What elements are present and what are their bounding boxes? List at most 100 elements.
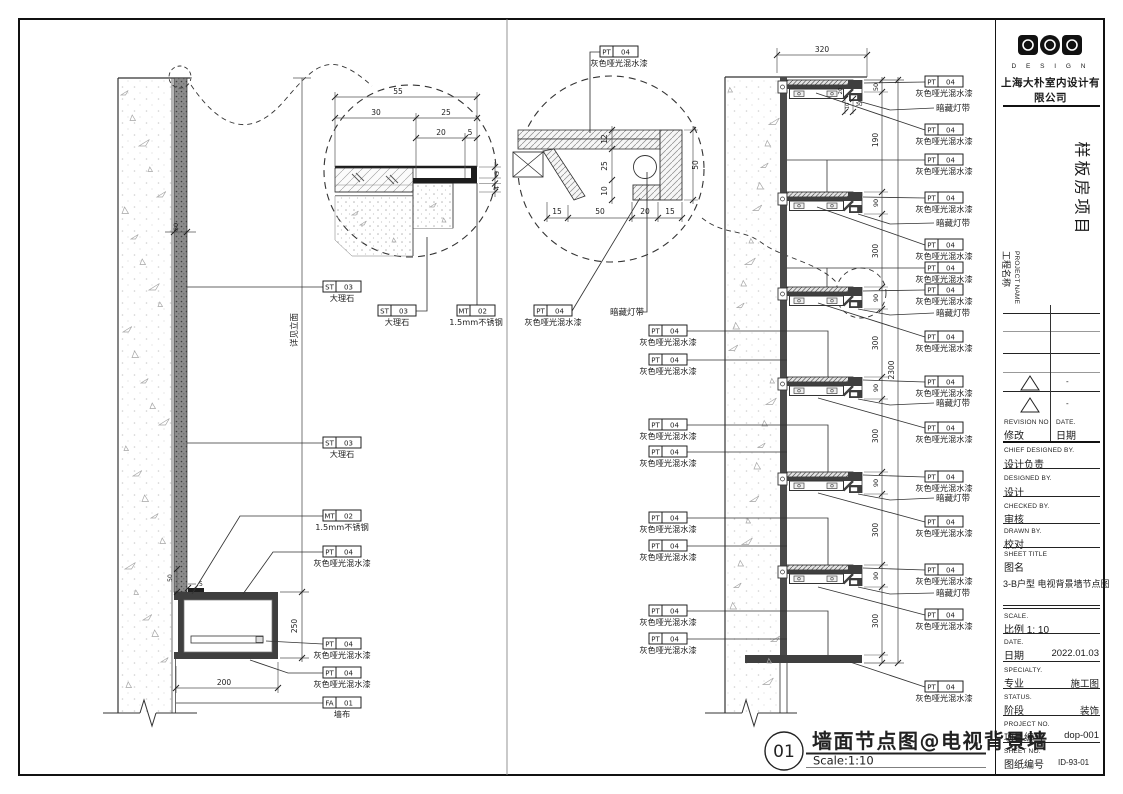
- specialty-value: 施工图: [1070, 679, 1099, 690]
- project-name-label: PROJECT NAME 工程名称: [1001, 251, 1020, 305]
- dim-label: 15: [552, 207, 562, 216]
- concrete-marks: [119, 86, 781, 688]
- leader-line: [589, 51, 600, 133]
- sheet-name: 3-B户型 电视背景墙节点图: [1003, 579, 1110, 589]
- leader-line: [817, 302, 926, 338]
- callout-desc: 1.5mm不锈钢: [449, 317, 503, 327]
- callout-desc: 1.5mm不锈钢: [315, 522, 369, 532]
- callout-code: PT: [651, 515, 660, 523]
- dim-label: 55: [393, 87, 403, 96]
- leader-line: [857, 100, 935, 111]
- callout-num: 04: [670, 608, 679, 616]
- detail-circle-2: [512, 75, 838, 284]
- drawing-scale: Scale:1:10: [813, 754, 874, 768]
- callout-code: PT: [927, 684, 936, 692]
- callout-code: PT: [927, 567, 936, 575]
- callout-num: 03: [344, 284, 353, 292]
- dim-label: 20: [838, 87, 844, 94]
- designed-label: DESIGNED BY.: [1004, 475, 1052, 482]
- callout-num: 04: [344, 670, 353, 678]
- dimension-extensions: [864, 91, 888, 656]
- leader-line: [817, 492, 926, 523]
- callout-desc: 灰色哑光混水漆: [313, 650, 370, 660]
- callout-num: 04: [670, 449, 679, 457]
- shelf-module: [777, 471, 863, 493]
- sheet-no-label: SHEET NO.: [1004, 748, 1041, 755]
- callout-desc: 大理石: [385, 317, 410, 327]
- dim-label: 50: [172, 223, 180, 231]
- callout-num: 02: [344, 513, 353, 521]
- callout-code: PT: [927, 612, 936, 620]
- dim-label: 20: [640, 207, 650, 216]
- date-field-label: DATE.: [1004, 639, 1024, 646]
- dim-label: 300: [871, 523, 880, 538]
- callout-code: PT: [927, 425, 936, 433]
- callout-num: 04: [946, 425, 955, 433]
- dim-label: 90: [872, 384, 880, 392]
- callout-desc: 灰色哑光混水漆: [915, 251, 972, 261]
- leader-line: [191, 515, 323, 595]
- logo-design-text: D E S I G N: [1011, 63, 1090, 70]
- leader-line: [638, 172, 648, 313]
- callout-desc: 灰色哑光混水漆: [639, 617, 696, 627]
- leader-line: [265, 640, 324, 645]
- leader-line: [862, 379, 926, 383]
- status-cn: 阶段: [1004, 706, 1024, 717]
- dim-label: 4: [493, 186, 501, 190]
- sheet-title-label: SHEET TITLE: [1004, 551, 1048, 558]
- callout-num: 02: [478, 308, 487, 316]
- light-strip-label: 暗藏灯带: [936, 218, 971, 229]
- dim-label: 300: [871, 244, 880, 259]
- callout-desc: 大理石: [330, 449, 355, 459]
- callout-desc: 灰色哑光混水漆: [915, 388, 972, 398]
- callout-desc: 灰色哑光混水漆: [524, 317, 581, 327]
- callout-num: 04: [670, 357, 679, 365]
- callout-code: PT: [927, 195, 936, 203]
- callout-desc: 灰色哑光混水漆: [915, 296, 972, 306]
- dim-label: 5: [199, 581, 203, 588]
- dim-label: 10: [845, 102, 851, 109]
- leader-line: [242, 551, 323, 595]
- dim-label: 5: [468, 128, 473, 137]
- scale-label: SCALE.: [1004, 613, 1029, 620]
- callout-code: PT: [927, 287, 936, 295]
- callout-code: PT: [536, 308, 545, 316]
- callout-desc: 灰色哑光混水漆: [915, 274, 972, 284]
- drawn-cn: 校对: [1004, 540, 1024, 551]
- dim-label: 90: [872, 199, 880, 207]
- light-strip-label: 暗藏灯带: [610, 307, 645, 318]
- callout-code: PT: [927, 157, 936, 165]
- callout-code: PT: [651, 328, 660, 336]
- status-label: STATUS.: [1004, 694, 1032, 701]
- designed-cn: 设计: [1004, 488, 1024, 499]
- dim-label: 90: [872, 294, 880, 302]
- callout-code: FA: [325, 700, 333, 708]
- callout-code: PT: [325, 641, 334, 649]
- callout-code: PT: [927, 379, 936, 387]
- revision-label-en: REVISION NO: [1004, 419, 1049, 426]
- leader-line: [687, 330, 829, 377]
- callout-desc: 灰色哑光混水漆: [639, 337, 696, 347]
- callout-num: 04: [946, 127, 955, 135]
- callout-code: PT: [927, 334, 936, 342]
- light-strip-label: 暗藏灯带: [936, 588, 971, 599]
- callout-desc: 灰色哑光混水漆: [915, 621, 972, 631]
- dimension-ticks: [170, 51, 902, 692]
- callout-code: PT: [325, 549, 334, 557]
- project-no-value: dop-001: [1064, 730, 1099, 741]
- callout-num: 03: [344, 440, 353, 448]
